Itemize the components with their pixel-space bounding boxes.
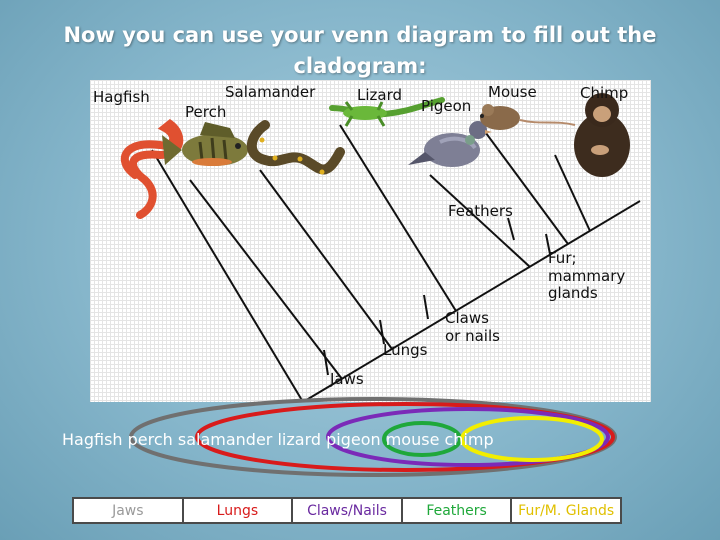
trait-cell-jaws: Jaws	[74, 499, 184, 522]
trait-cell-claws: Claws/Nails	[293, 499, 403, 522]
venn-organisms-text: Hagfish perch salamander lizard pigeon m…	[62, 430, 494, 449]
trait-cell-lungs: Lungs	[184, 499, 294, 522]
trait-cell-fur: Fur/M. Glands	[512, 499, 620, 522]
trait-cell-feathers: Feathers	[403, 499, 513, 522]
trait-table: Jaws Lungs Claws/Nails Feathers Fur/M. G…	[72, 497, 622, 524]
